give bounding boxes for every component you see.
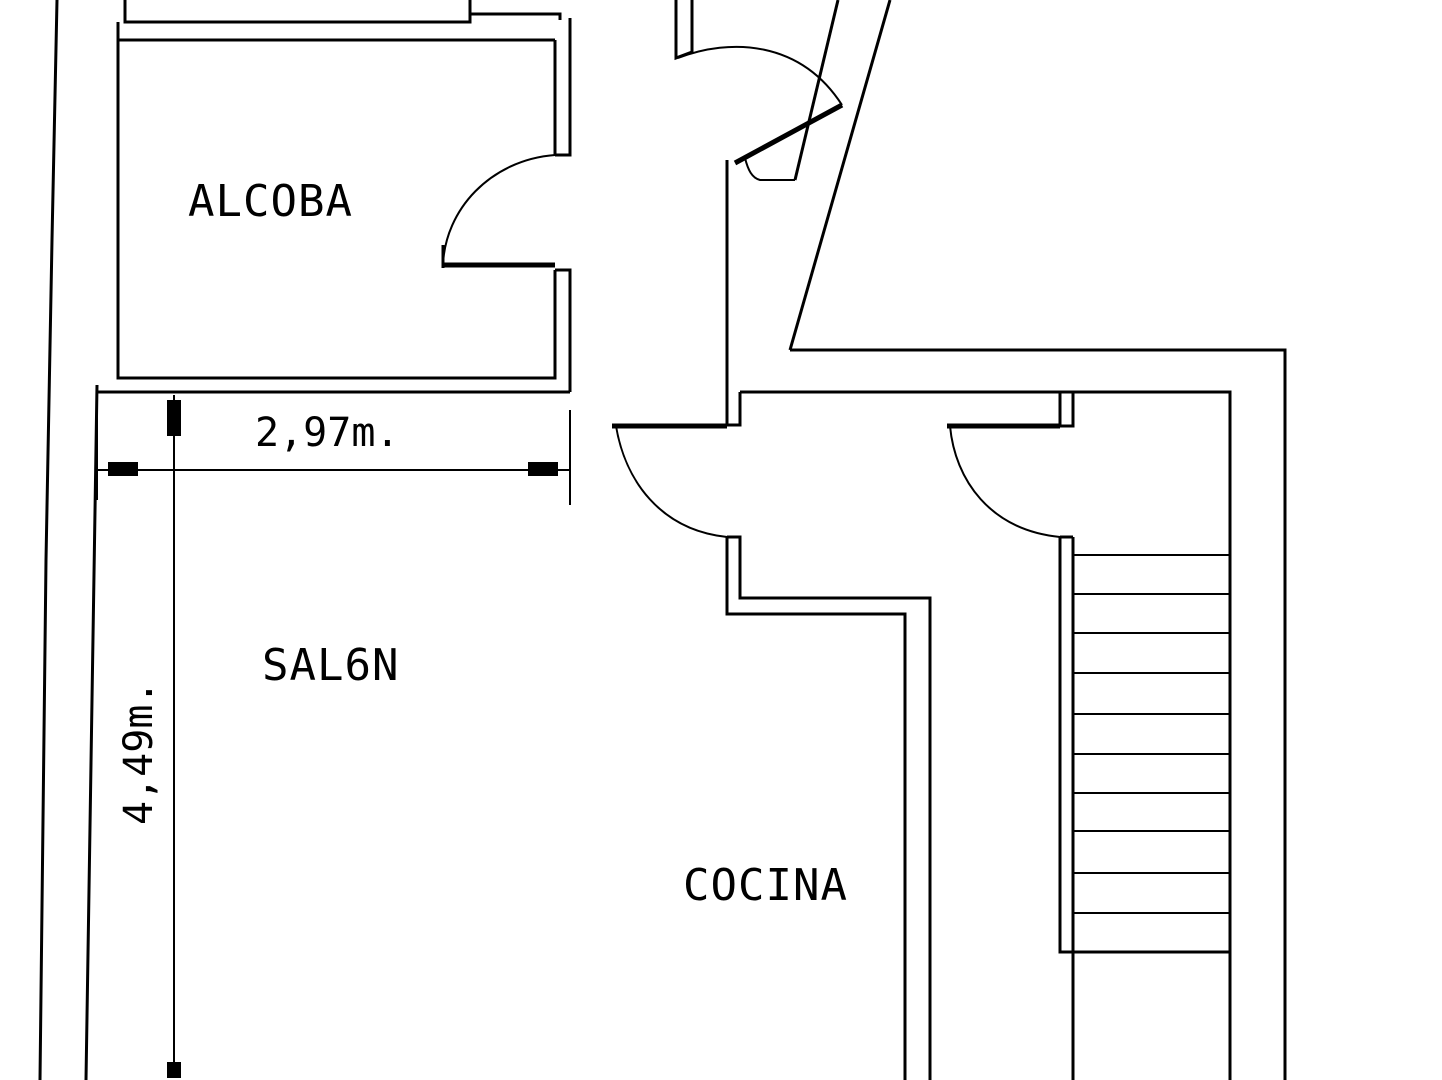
room-label-cocina: COCINA bbox=[683, 860, 848, 911]
room-label-salon: SAL6N bbox=[262, 640, 399, 691]
width-dimension-label: 2,97m. bbox=[255, 410, 400, 456]
entry-door bbox=[674, 0, 844, 181]
staircase bbox=[1073, 554, 1230, 914]
stair-door bbox=[947, 392, 1230, 1080]
entry-door-swing bbox=[677, 45, 843, 106]
height-dimension: 4,49m. bbox=[116, 395, 181, 1078]
width-dimension: 2,97m. bbox=[96, 392, 571, 505]
cocina-door-swing bbox=[615, 425, 728, 538]
alcoba-door-swing bbox=[442, 154, 556, 266]
corridor-walls bbox=[725, 160, 1287, 1080]
alcoba-room bbox=[116, 18, 572, 392]
room-label-alcoba: ALCOBA bbox=[188, 176, 353, 227]
stair-door-swing bbox=[949, 425, 1061, 538]
height-dimension-label: 4,49m. bbox=[116, 681, 162, 826]
top-wall bbox=[116, 0, 562, 42]
left-exterior-wall bbox=[38, 0, 99, 1080]
diagonal-wall bbox=[788, 0, 892, 351]
cocina-door bbox=[612, 423, 932, 1080]
